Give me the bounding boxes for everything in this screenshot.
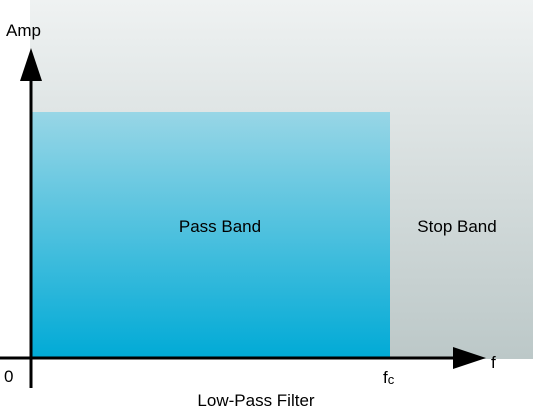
origin-label: 0 <box>4 367 13 386</box>
x-axis-arrow-icon <box>453 347 486 369</box>
cutoff-label-main: f <box>383 368 388 387</box>
diagram-caption: Low-Pass Filter <box>197 391 314 408</box>
pass-band-region <box>32 112 390 359</box>
cutoff-frequency-label: fc <box>383 368 395 387</box>
stop-band-label: Stop Band <box>417 217 496 236</box>
pass-band-label: Pass Band <box>179 217 261 236</box>
y-axis-label: Amp <box>6 21 41 40</box>
x-axis-label: f <box>491 353 496 372</box>
cutoff-label-subscript: c <box>388 372 395 387</box>
y-axis-arrow-icon <box>20 48 42 81</box>
